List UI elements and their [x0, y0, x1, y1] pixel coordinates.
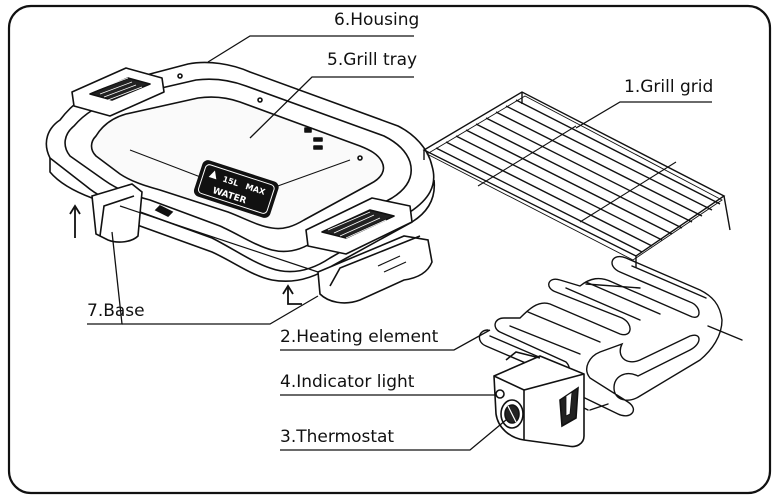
leader-grill-grid	[575, 101, 712, 129]
base-foot-right	[317, 235, 433, 304]
water-drop-icon	[208, 170, 217, 180]
label-housing: 6.Housing	[334, 10, 420, 30]
label-base: 7.Base	[87, 301, 145, 321]
leader-thermostat	[280, 419, 507, 451]
thermostat-unit	[493, 351, 585, 448]
base-feet	[91, 183, 433, 304]
label-thermostat: 3.Thermostat	[280, 427, 395, 447]
grill-body	[45, 61, 436, 283]
leader-housing	[207, 35, 414, 63]
leader-lines	[87, 35, 712, 451]
max-water-plate: 15L MAX WATER	[193, 160, 279, 218]
arrow-up-icon	[69, 204, 81, 238]
heating-element	[478, 255, 743, 417]
label-indicator-light: 4.Indicator light	[280, 372, 415, 392]
label-heating-element: 2.Heating element	[280, 327, 439, 347]
grill-grid	[422, 91, 731, 268]
leader-grill-tray	[249, 76, 414, 139]
arrow-corner-icon	[282, 284, 302, 305]
base-foot-left	[91, 183, 143, 243]
heating-coil-outer	[478, 255, 723, 417]
leader-heating-element	[280, 329, 491, 351]
label-grill-grid: 1.Grill grid	[624, 77, 714, 97]
label-grill-tray: 5.Grill tray	[327, 50, 418, 70]
handle-back-left	[71, 67, 165, 117]
handle-front-right	[305, 197, 413, 255]
indicator-light-lamp	[495, 389, 505, 399]
